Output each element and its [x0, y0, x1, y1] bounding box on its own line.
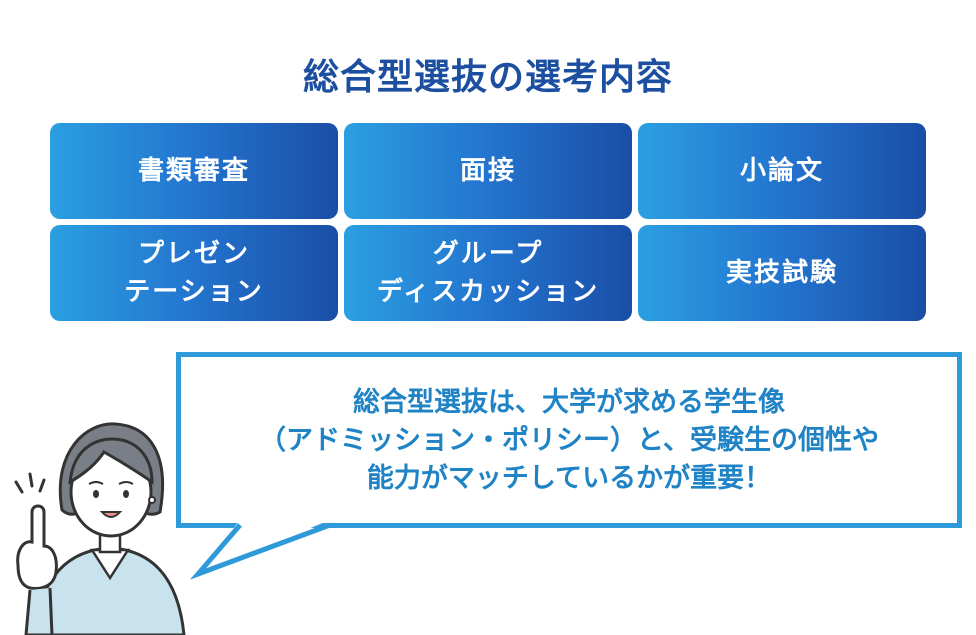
speech-line-2: （アドミッション・ポリシー）と、受験生の個性や [259, 425, 879, 456]
card-label-line2: ディスカッション [376, 277, 600, 307]
card-label: 小論文 [739, 156, 824, 186]
card-presentation: プレゼン テーション [50, 225, 338, 321]
speech-line-3: 能力がマッチしているかが重要！ [366, 463, 772, 494]
speech-bubble [176, 352, 962, 528]
card-label-line2: テーション [124, 277, 264, 307]
card-document-screening: 書類審査 [50, 123, 338, 219]
speech-line-1: 総合型選抜は、大学が求める学生像 [353, 387, 785, 418]
card-label: 書類審査 [137, 156, 250, 186]
card-label: 実技試験 [725, 258, 838, 288]
page-title: 総合型選抜の選考内容 [302, 57, 673, 98]
card-practical-exam: 実技試験 [638, 225, 926, 321]
card-label: 面接 [459, 156, 516, 186]
card-label: プレゼン [137, 239, 250, 269]
card-essay: 小論文 [638, 123, 926, 219]
card-group-discussion: グループ ディスカッション [344, 225, 632, 321]
card-label: グループ [432, 239, 544, 269]
speech-text: 総合型選抜は、大学が求める学生像 （アドミッション・ポリシー）と、受験生の個性や… [176, 384, 962, 498]
card-interview: 面接 [344, 123, 632, 219]
woman-pointing-illustration [14, 422, 186, 635]
